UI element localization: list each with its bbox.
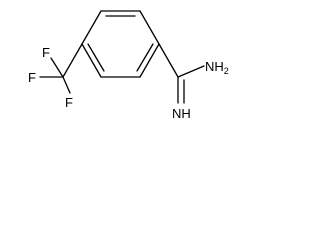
amine-subscript: 2 — [224, 66, 229, 76]
ring-double-bond — [87, 43, 105, 72]
ring-to-cf3-bond — [62, 43, 83, 78]
ring-bond — [81, 10, 102, 45]
fluorine-label-left: F — [28, 70, 36, 85]
ring-bond — [139, 43, 160, 78]
amine-label: NH2 — [205, 59, 229, 76]
fluorine-label-bottom: F — [65, 95, 73, 110]
cf-bond — [50, 57, 64, 78]
benzene-ring — [81, 10, 160, 78]
structure-diagram: NH2 NH F F F — [28, 10, 229, 121]
ring-double-bond — [136, 43, 154, 72]
fluorine-label-top: F — [42, 45, 50, 60]
ring-to-amidine-bond — [158, 43, 179, 78]
amidine-group: NH2 NH — [158, 43, 229, 121]
ring-bond — [139, 10, 160, 45]
amine-bond — [177, 65, 205, 78]
trifluoromethyl-group: F F F — [28, 43, 83, 110]
imine-label: NH — [172, 106, 191, 121]
ring-bond — [81, 43, 102, 78]
cf-bond — [62, 76, 71, 94]
